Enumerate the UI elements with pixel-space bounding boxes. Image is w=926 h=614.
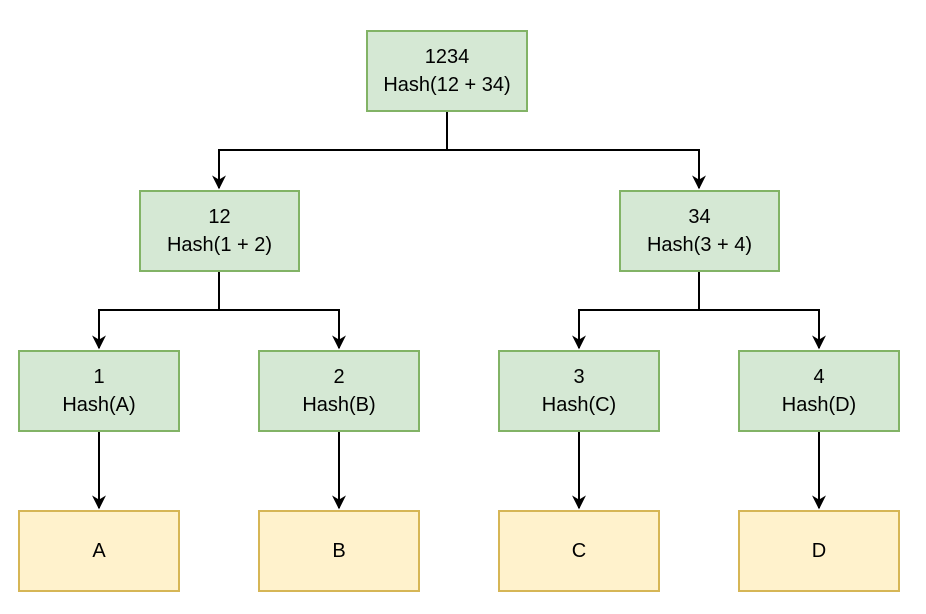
node-id-label: 3	[573, 366, 585, 388]
hash-node-1: 1 Hash(A)	[18, 350, 180, 432]
edge-34-to-4	[698, 272, 826, 350]
node-id-label: 4	[813, 366, 825, 388]
node-id-label: 1234	[424, 46, 470, 68]
node-id-label: 12	[208, 206, 231, 228]
node-hash-label: Hash(D)	[781, 394, 857, 416]
edge-34-to-3	[572, 272, 700, 350]
node-hash-label: Hash(C)	[541, 394, 617, 416]
hash-node-12: 12 Hash(1 + 2)	[139, 190, 300, 272]
node-hash-label: Hash(A)	[62, 394, 136, 416]
hash-node-4: 4 Hash(D)	[738, 350, 900, 432]
leaf-node-c: C	[498, 510, 660, 592]
leaf-label: B	[332, 540, 346, 562]
node-id-label: 1	[93, 366, 105, 388]
leaf-label: D	[811, 540, 827, 562]
node-id-label: 2	[333, 366, 345, 388]
leaf-label: A	[92, 540, 106, 562]
hash-node-3: 3 Hash(C)	[498, 350, 660, 432]
edge-root-to-34	[446, 112, 706, 190]
hash-node-34: 34 Hash(3 + 4)	[619, 190, 780, 272]
leaf-label: C	[571, 540, 587, 562]
root-hash-node: 1234 Hash(12 + 34)	[366, 30, 528, 112]
hash-node-2: 2 Hash(B)	[258, 350, 420, 432]
leaf-node-d: D	[738, 510, 900, 592]
edge-12-to-2	[218, 272, 346, 350]
edge-12-to-1	[92, 272, 220, 350]
node-hash-label: Hash(1 + 2)	[166, 234, 273, 256]
edge-root-to-12	[212, 112, 448, 190]
leaf-node-b: B	[258, 510, 420, 592]
node-hash-label: Hash(12 + 34)	[383, 74, 511, 96]
node-hash-label: Hash(3 + 4)	[646, 234, 753, 256]
node-hash-label: Hash(B)	[302, 394, 376, 416]
node-id-label: 34	[688, 206, 711, 228]
leaf-node-a: A	[18, 510, 180, 592]
